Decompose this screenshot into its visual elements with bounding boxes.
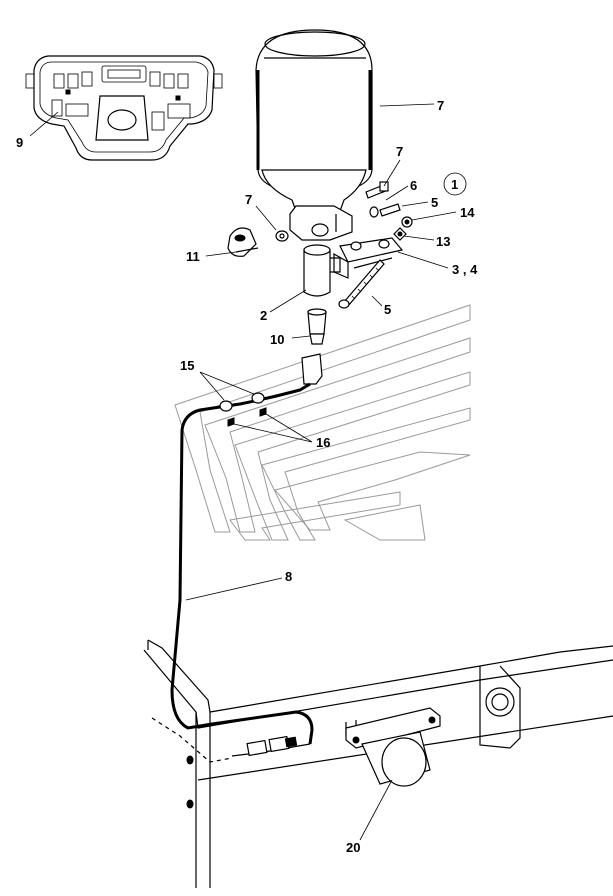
rotating-beacon-lamp-icon bbox=[255, 29, 373, 241]
wire-connector-icon bbox=[246, 735, 298, 757]
bolt-short-5 bbox=[369, 203, 401, 218]
nut-13 bbox=[393, 227, 407, 241]
callout-2: 2 bbox=[260, 308, 267, 323]
callout-8: 8 bbox=[285, 569, 292, 584]
callout-5-long: 5 bbox=[384, 302, 391, 317]
protective-cap bbox=[227, 227, 259, 257]
frame-holder-bracket bbox=[345, 707, 441, 787]
callout-15: 15 bbox=[180, 358, 194, 373]
washer-14 bbox=[401, 216, 413, 228]
callout-7-bolt: 7 bbox=[396, 144, 403, 159]
washer-7 bbox=[275, 230, 289, 242]
watermark-logo bbox=[174, 304, 471, 541]
callout-20: 20 bbox=[346, 840, 360, 855]
callout-3-4: 3 , 4 bbox=[452, 262, 478, 277]
callout-14: 14 bbox=[460, 205, 475, 220]
mounting-bracket bbox=[333, 237, 404, 279]
callout-11: 11 bbox=[186, 249, 200, 264]
callout-7-washer: 7 bbox=[245, 192, 252, 207]
callout-10: 10 bbox=[270, 332, 284, 347]
vehicle-frame bbox=[143, 639, 613, 888]
mounting-shaft bbox=[303, 244, 341, 297]
callout-16: 16 bbox=[316, 435, 330, 450]
callout-labels: 9 7 7 1 6 5 14 13 3 , 4 7 11 5 2 10 15 1… bbox=[16, 98, 478, 855]
callout-1: 1 bbox=[451, 177, 458, 192]
plug-adapter bbox=[307, 308, 327, 345]
callout-6: 6 bbox=[410, 178, 417, 193]
beacon-cable bbox=[170, 353, 323, 757]
dashboard-switch-panel-icon bbox=[25, 55, 223, 161]
callout-7-dome: 7 bbox=[437, 98, 444, 113]
bolt-7 bbox=[365, 181, 389, 199]
callout-13: 13 bbox=[436, 234, 450, 249]
bolt-long-5 bbox=[338, 259, 385, 309]
leader-lines bbox=[29, 103, 467, 841]
callout-5-short: 5 bbox=[431, 195, 438, 210]
callout-9: 9 bbox=[16, 135, 23, 150]
